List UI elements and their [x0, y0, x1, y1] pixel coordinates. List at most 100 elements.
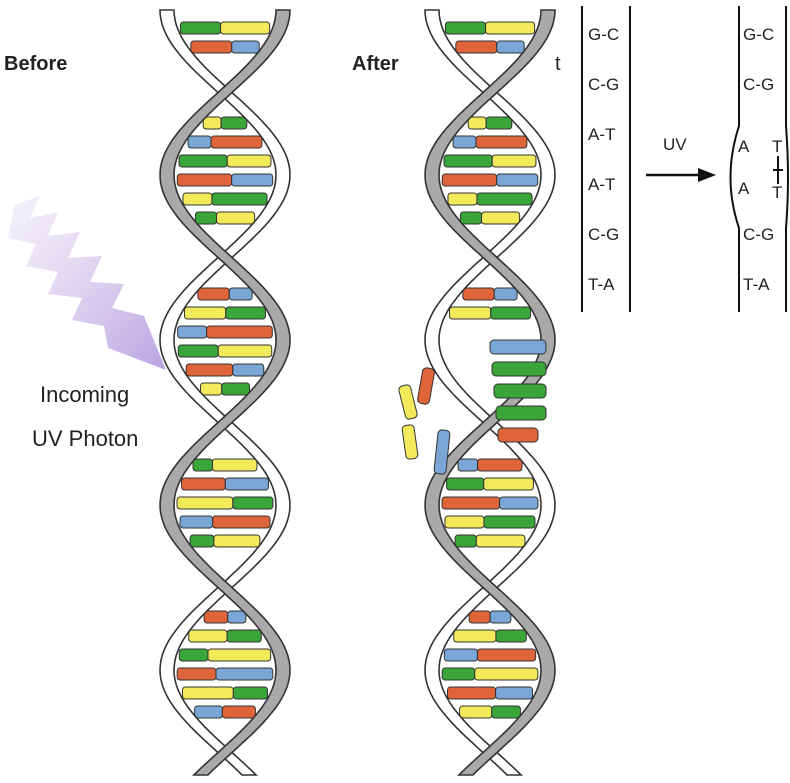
base-rung-left: [177, 668, 216, 680]
base-rung-left: [469, 611, 490, 623]
base-rung-left: [468, 117, 486, 129]
base-rung-left: [195, 706, 223, 718]
base-rung-right: [229, 288, 252, 300]
base-rung-right: [486, 117, 512, 129]
base-rung-right: [222, 383, 250, 395]
base-rung-left: [195, 212, 216, 224]
base-rung-left: [463, 288, 494, 300]
base-rung-left: [445, 22, 485, 34]
cut-letter: t: [555, 53, 561, 75]
base-pair-after-1: G-C: [743, 25, 774, 44]
damaged-base: [490, 340, 546, 354]
base-rung-right: [232, 174, 273, 186]
uv-arrow-label: UV: [663, 135, 687, 154]
dna-helix-before: [160, 10, 290, 775]
base-rung-right: [218, 345, 271, 357]
base-rung-left: [456, 41, 497, 53]
damaged-base: [398, 384, 418, 420]
uv-photon-arrow: [8, 196, 166, 370]
base-rung-right: [222, 706, 255, 718]
base-rung-right: [221, 117, 247, 129]
after-label: After: [352, 53, 399, 75]
base-rung-right: [213, 516, 270, 528]
damaged-base: [496, 406, 546, 420]
base-rung-left: [200, 383, 221, 395]
base-rung-right: [497, 41, 524, 53]
base-rung-left: [455, 535, 476, 547]
base-rung-left: [180, 516, 213, 528]
base-rung-right: [233, 497, 273, 509]
base-pair-after-5: C-G: [743, 225, 774, 244]
base-rung-right: [232, 41, 259, 53]
base-rung-left: [193, 459, 212, 471]
base-rung-right: [492, 155, 536, 167]
base-rung-left: [203, 117, 221, 129]
base-rung-left: [442, 497, 500, 509]
dna-helix-after: [398, 10, 555, 775]
base-rung-left: [448, 193, 477, 205]
base-rung-right: [208, 649, 271, 661]
base-rung-left: [454, 630, 496, 642]
base-rung-left: [458, 459, 478, 471]
base-rung-right: [475, 668, 538, 680]
base-rung-left: [444, 155, 492, 167]
base-rung-right: [233, 364, 264, 376]
base-rung-right: [476, 136, 527, 148]
base-rung-left: [186, 364, 233, 376]
base-rung-right: [217, 212, 255, 224]
base-rung-left: [442, 668, 475, 680]
base-rung-left: [182, 687, 233, 699]
base-rung-left: [190, 535, 214, 547]
base-rung-right: [228, 611, 246, 623]
base-rung-left: [449, 307, 490, 319]
base-rung-left: [182, 478, 226, 490]
base-rung-left: [204, 611, 228, 623]
base-rung-right: [476, 535, 525, 547]
base-rung-left: [442, 174, 496, 186]
incoming-label: Incoming: [40, 382, 129, 407]
base-rung-left: [460, 706, 492, 718]
base-rung-right: [491, 307, 531, 319]
base-rung-left: [177, 174, 231, 186]
base-pair-6: T-A: [588, 275, 615, 294]
base-rung-right: [484, 478, 534, 490]
base-pair-4: A-T: [588, 175, 615, 194]
before-label: Before: [4, 53, 67, 75]
base-rung-right: [212, 459, 256, 471]
base-rung-right: [494, 288, 517, 300]
base-rung-right: [496, 687, 533, 699]
base-rung-right: [492, 706, 521, 718]
base-rung-left: [178, 345, 218, 357]
base-rung-left: [177, 497, 233, 509]
base-rung-left: [191, 41, 232, 53]
damaged-base: [402, 424, 419, 459]
base-rung-right: [477, 193, 532, 205]
adenine-1: A: [738, 137, 750, 156]
base-rung-right: [226, 307, 266, 319]
base-rung-right: [225, 478, 268, 490]
base-rung-left: [444, 649, 477, 661]
thymine-1: T: [772, 137, 782, 156]
base-pair-1: G-C: [588, 25, 619, 44]
damaged-base: [492, 362, 546, 376]
base-rung-right: [482, 212, 520, 224]
base-rung-right: [477, 649, 535, 661]
uv-photon-label: UV Photon: [32, 426, 138, 451]
damaged-base: [498, 428, 538, 442]
base-rung-right: [478, 459, 522, 471]
base-pair-3: A-T: [588, 125, 615, 144]
base-rung-right: [216, 668, 273, 680]
base-pair-after-6: T-A: [743, 275, 770, 294]
base-rung-left: [178, 326, 207, 338]
adenine-2: A: [738, 179, 750, 198]
base-rung-right: [497, 174, 538, 186]
sequence-before: G-C C-G A-T A-T C-G T-A: [582, 6, 630, 312]
base-rung-right: [490, 611, 511, 623]
base-rung-right: [500, 497, 538, 509]
base-pair-after-2: C-G: [743, 75, 774, 94]
base-rung-right: [212, 193, 267, 205]
base-rung-right: [207, 326, 273, 338]
thymine-2: T: [772, 183, 782, 202]
base-rung-left: [184, 307, 225, 319]
base-rung-right: [227, 155, 271, 167]
